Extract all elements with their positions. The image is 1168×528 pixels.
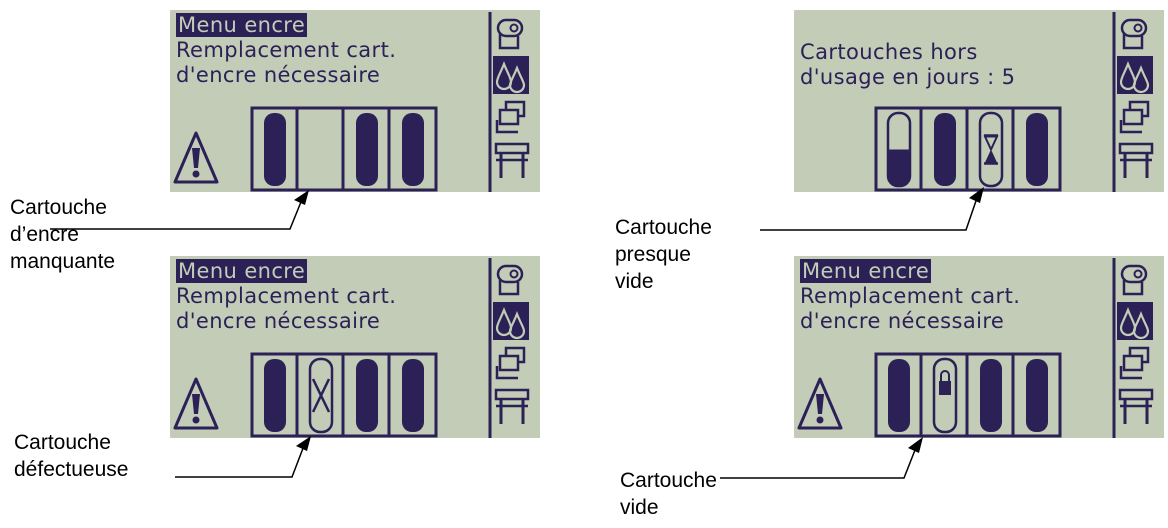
callout-line: vide [620, 496, 659, 519]
cartridge-slot-full [1011, 354, 1048, 436]
callout-line: défectueuse [14, 458, 129, 481]
sheets-icon [1119, 346, 1150, 380]
lcd-panel-faulty-cartridge: Menu encre Remplacement cart. d'encre né… [170, 256, 540, 438]
printer-stand-icon [494, 388, 530, 424]
callout-line: presque [615, 243, 691, 266]
cartridge-slot-full [264, 359, 286, 432]
callout-line: Cartouche [615, 216, 712, 239]
ink-drops-icon [493, 56, 529, 94]
warning-triangle-icon [797, 377, 843, 430]
cartridge-slot-full [387, 108, 424, 190]
lcd-line-2: d'usage en jours : 5 [800, 65, 1016, 89]
lcd-line-2: d'encre nécessaire [176, 63, 381, 87]
lcd-panel-nearly-empty-cartridge: Cartouches hors d'usage en jours : 5 [794, 10, 1164, 192]
cartridge-bay [250, 106, 438, 192]
lcd-graphics [797, 258, 1154, 438]
cartridge-slot-full [919, 108, 956, 190]
callout-missing-cartridge: Cartouche d’encre manquante [10, 194, 115, 275]
leader-nearly-empty [760, 187, 984, 231]
printer-stand-icon [494, 142, 530, 178]
leader-empty [720, 437, 923, 479]
callout-line: vide [615, 270, 654, 293]
cartridge-slot-full [341, 354, 378, 436]
cartridge-slot-full [965, 354, 1002, 436]
cartridge-slot-empty [919, 354, 958, 436]
cartridge-slot-expired [965, 108, 1004, 190]
ink-drops-icon [493, 302, 529, 340]
lcd-text: Cartouches hors d'usage en jours : 5 [800, 40, 1015, 90]
lcd-line-1: Remplacement cart. [800, 284, 1021, 308]
lcd-line-1: Remplacement cart. [176, 284, 397, 308]
menu-title: Menu encre [176, 13, 308, 37]
sheets-icon [495, 346, 526, 380]
ink-drops-icon [1117, 56, 1153, 94]
leader-missing [50, 190, 309, 230]
callout-faulty-cartridge: Cartouche défectueuse [14, 429, 128, 483]
callout-line: manquante [10, 250, 116, 273]
paper-roll-icon [1120, 264, 1148, 296]
warning-triangle-icon [173, 377, 219, 430]
leader-faulty [175, 436, 311, 478]
callout-line: Cartouche [620, 469, 717, 492]
cartridge-slot-faulty [295, 354, 334, 436]
warning-triangle-icon [173, 131, 219, 184]
paper-roll-icon [496, 264, 524, 296]
printer-stand-icon [1118, 142, 1154, 178]
cartridge-bay [874, 352, 1062, 438]
lcd-line-1: Remplacement cart. [176, 38, 397, 62]
sheets-icon [495, 100, 526, 134]
cartridge-slot-full [387, 354, 424, 436]
callout-empty-cartridge: Cartouche vide [620, 467, 717, 521]
lcd-line-2: d'encre nécessaire [176, 309, 381, 333]
callout-nearly-empty-cartridge: Cartouche presque vide [615, 214, 712, 295]
printer-stand-icon [1118, 388, 1154, 424]
callout-line: Cartouche [10, 196, 107, 219]
cartridge-slot-full [1011, 108, 1048, 190]
lcd-graphics [874, 12, 1154, 192]
lcd-panel-missing-cartridge: Menu encre Remplacement cart. d'encre né… [170, 10, 540, 192]
sheets-icon [1119, 100, 1150, 134]
cartridge-slot-full [341, 108, 378, 190]
paper-roll-icon [496, 18, 524, 50]
lcd-panel-empty-cartridge: Menu encre Remplacement cart. d'encre né… [794, 256, 1164, 438]
lcd-text: Menu encre Remplacement cart. d'encre né… [176, 13, 396, 88]
cartridge-slot-full [264, 113, 286, 186]
lcd-line-1: Cartouches hors [800, 40, 978, 64]
lcd-text: Menu encre Remplacement cart. d'encre né… [176, 259, 396, 334]
menu-title: Menu encre [800, 259, 932, 283]
menu-title: Menu encre [176, 259, 308, 283]
paper-roll-icon [1120, 18, 1148, 50]
cartridge-bay [250, 352, 438, 438]
lcd-line-2: d'encre nécessaire [800, 309, 1005, 333]
cartridge-slot-low [886, 111, 912, 188]
lcd-graphics [173, 258, 530, 438]
lcd-text: Menu encre Remplacement cart. d'encre né… [800, 259, 1020, 334]
callout-line: Cartouche [14, 431, 111, 454]
ink-drops-icon [1117, 302, 1153, 340]
lcd-graphics [173, 12, 530, 192]
cartridge-slot-full [888, 359, 910, 432]
cartridge-bay [874, 106, 1062, 192]
